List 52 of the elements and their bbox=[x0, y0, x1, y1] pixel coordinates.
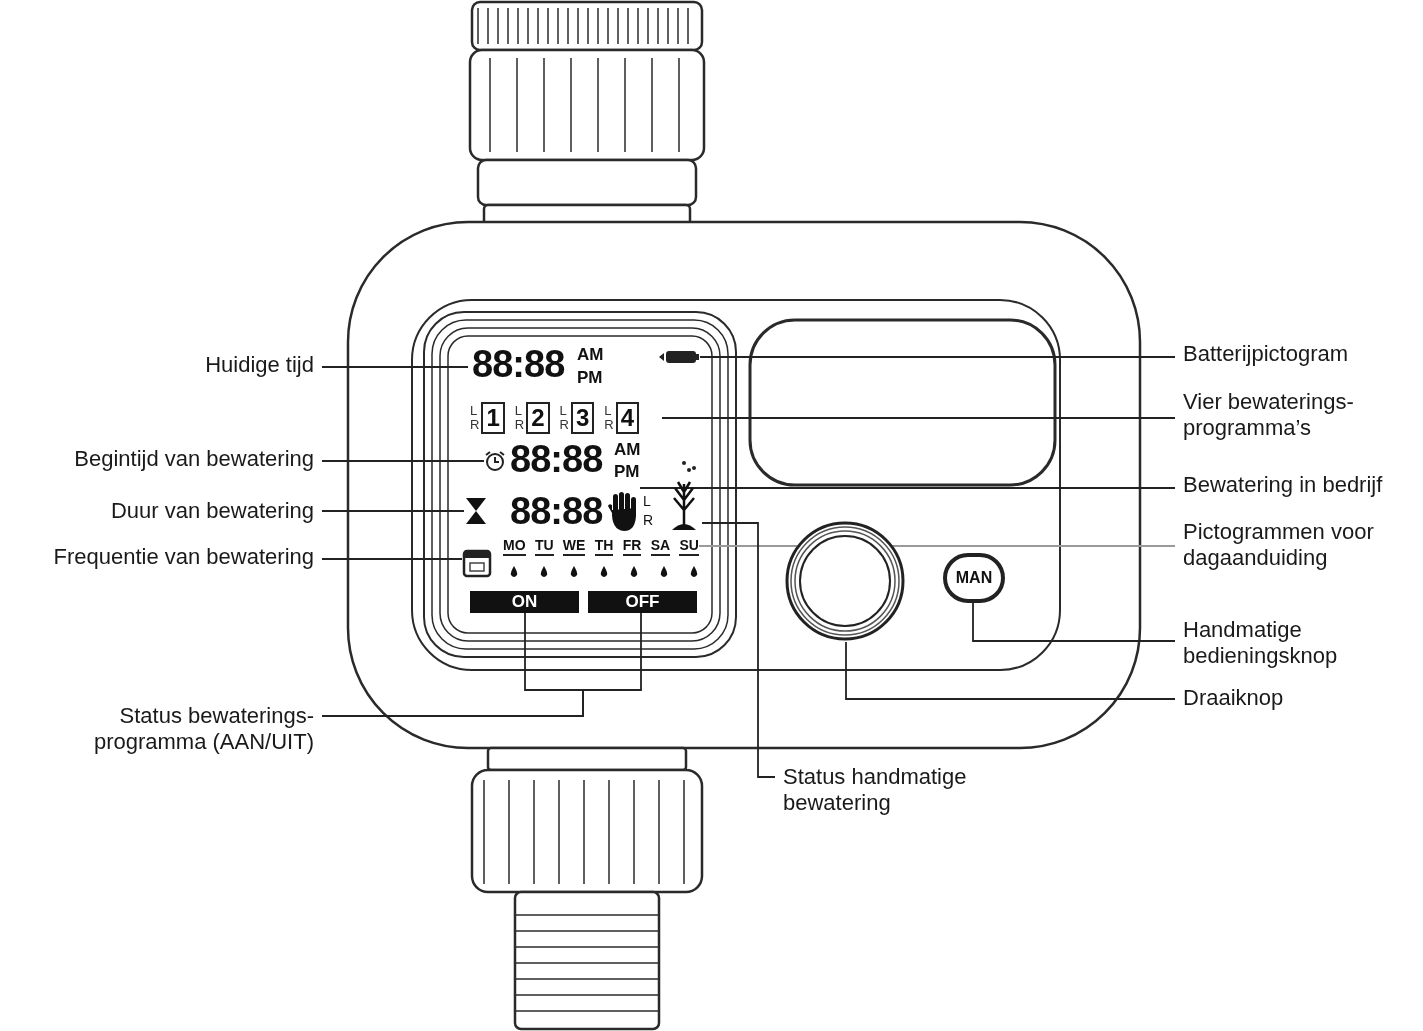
side-letter: L bbox=[604, 403, 613, 418]
lcd-text: 88:88 bbox=[510, 440, 603, 478]
day-label: TU bbox=[534, 536, 554, 556]
callout-label: Frequentie van bewatering bbox=[0, 544, 322, 570]
callout-label: Vier bewaterings- programma’s bbox=[1175, 389, 1420, 441]
callout-label: Huidige tijd bbox=[60, 352, 322, 378]
leader-line bbox=[321, 558, 463, 560]
leader-line bbox=[701, 522, 776, 778]
leader-line bbox=[321, 366, 469, 368]
side-letter: R bbox=[559, 417, 569, 432]
lcd-text: L bbox=[643, 494, 651, 508]
side-letter: R bbox=[514, 417, 525, 432]
lcd-text: AM bbox=[614, 441, 641, 458]
callout-label: Batterijpictogram bbox=[1175, 341, 1420, 367]
program-number: 4 bbox=[615, 401, 639, 434]
callout-label: Handmatige bedieningsknop bbox=[1175, 617, 1420, 669]
callout-label: Duur van bewatering bbox=[0, 498, 322, 524]
day-label: SA bbox=[650, 536, 671, 556]
callout-label: Draaiknop bbox=[1175, 685, 1420, 711]
day-label: TH bbox=[594, 536, 614, 556]
program-number: 3 bbox=[570, 401, 595, 434]
side-letter: L bbox=[559, 403, 568, 418]
leader-line bbox=[321, 460, 485, 462]
lcd-text: PM bbox=[614, 463, 640, 480]
callout-label: Status handmatige bewatering bbox=[775, 764, 1015, 816]
callout-label: Status bewaterings- programma (AAN/UIT) bbox=[90, 703, 322, 755]
side-letter: L bbox=[470, 403, 479, 418]
day-label: FR bbox=[622, 536, 642, 556]
leader-line bbox=[661, 417, 1176, 419]
time-digits: 88:88 bbox=[472, 345, 565, 383]
side-letter: L bbox=[514, 403, 523, 418]
status-bar: ON bbox=[470, 591, 579, 613]
program-number: 2 bbox=[526, 401, 550, 434]
pm-indicator: PM bbox=[577, 369, 603, 386]
side-letter: R bbox=[604, 417, 614, 432]
leader-line bbox=[699, 356, 1176, 358]
callout-label: Pictogrammen voor dagaanduiding bbox=[1175, 519, 1420, 571]
day-label: WE bbox=[562, 536, 586, 556]
status-bar: OFF bbox=[588, 591, 697, 613]
side-letter: R bbox=[470, 417, 480, 432]
callout-label: Begintijd van bewatering bbox=[0, 446, 322, 472]
leader-line bbox=[321, 510, 465, 512]
lcd-text: 88:88 bbox=[510, 492, 603, 530]
leader-line bbox=[972, 602, 1176, 642]
callout-label: Bewatering in bedrijf bbox=[1175, 472, 1420, 498]
program-number: 1 bbox=[481, 401, 505, 434]
am-indicator: AM bbox=[577, 346, 604, 363]
lcd-text: R bbox=[643, 513, 654, 527]
day-label: SU bbox=[679, 536, 699, 556]
day-label: MO bbox=[503, 536, 526, 556]
leader-line bbox=[639, 487, 1176, 489]
leader-line bbox=[845, 641, 1176, 700]
